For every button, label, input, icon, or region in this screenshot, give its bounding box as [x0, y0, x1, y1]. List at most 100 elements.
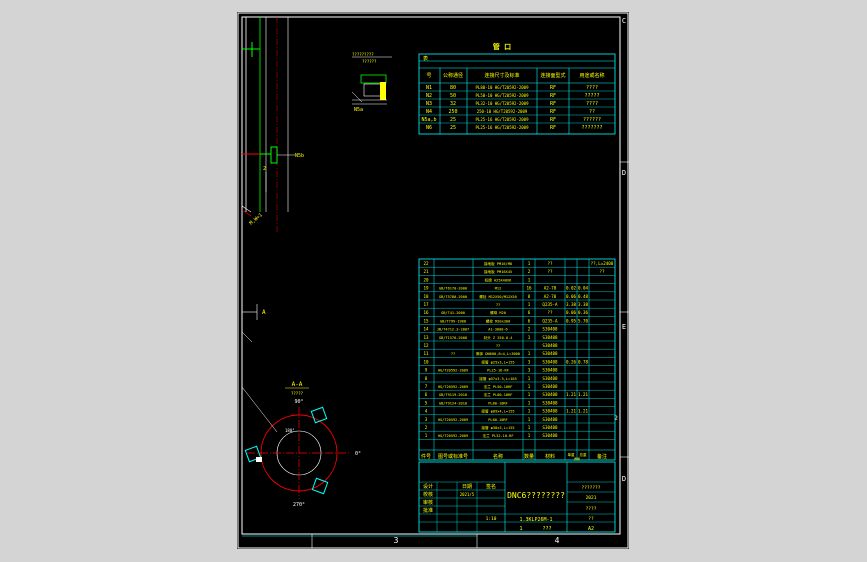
nozzle-cell: PL25-16 HG/T20592-2009: [476, 117, 530, 122]
parts-cell: 3: [528, 359, 531, 364]
parts-cell: 接地板 PM16X45: [484, 269, 512, 274]
parts-cell: ??,L=2400: [591, 261, 614, 266]
parts-cell: 螺栓 M12X50/M12X50: [479, 294, 516, 299]
nozzle-cell: N6: [426, 125, 432, 131]
parts-cell: 接地板 PM16/M8: [484, 261, 512, 266]
nozzle-cell: ?????: [584, 93, 599, 99]
parts-cell: 8: [528, 294, 531, 299]
nozzle-cell: N4: [426, 109, 432, 115]
parts-cell: 0.06: [566, 310, 577, 315]
parts-cell: 0.04: [578, 286, 589, 291]
parts-cell: ??: [547, 310, 553, 315]
parts-cell: GB/T799-1988: [440, 319, 466, 323]
parts-cell: 0.48: [578, 294, 589, 299]
detail-dim-top2: ??????: [362, 59, 377, 64]
tb-col-date: 日期: [462, 484, 472, 490]
parts-cell: JB/T4712.3-2007: [437, 328, 469, 332]
zone-letter-c: C: [622, 17, 626, 25]
part-label-2: 2: [263, 166, 266, 172]
parts-cell: 5.70: [578, 318, 589, 323]
parts-cell: 3.38: [578, 302, 589, 307]
parts-cell: 1.21: [566, 392, 577, 397]
zone-number-4: 4: [555, 536, 560, 545]
parts-cell: 接管 φ89x4,L=155: [481, 409, 514, 414]
nozzle-cell: ??: [589, 109, 595, 115]
parts-header-mass: 质量: [574, 456, 580, 461]
parts-cell: Q235-A: [542, 318, 558, 323]
angle-90-label: 90°: [294, 399, 303, 405]
parts-cell: 标牌 A25X40X6: [485, 277, 512, 282]
nozzle-cell: ????: [586, 101, 598, 107]
nozzle-header-no: 号: [426, 73, 431, 79]
parts-cell: 22: [423, 261, 429, 266]
parts-header-no: 件号: [421, 453, 431, 460]
parts-cell: 6: [425, 392, 428, 397]
parts-cell: 螺栓 M20x300: [486, 318, 511, 323]
parts-cell: 3.38: [566, 302, 577, 307]
nozzle-header-dn: 公称通径: [443, 72, 463, 79]
parts-header-total: 总重: [580, 452, 588, 457]
parts-cell: S30408: [542, 392, 558, 397]
cad-drawing-canvas: C D E D 2 3 4 N5b 2 M,W=1 ????????? ????…: [237, 12, 629, 549]
parts-cell: S30408: [542, 433, 558, 438]
parts-cell: ??: [496, 303, 500, 307]
nozzle-cell: PL80-10 HG/T20592-2009: [476, 85, 530, 90]
parts-cell: S30408: [542, 327, 558, 332]
tb-number: 1.3KLP26M-1: [519, 517, 552, 523]
parts-cell: HG/T20592-2009: [438, 418, 468, 422]
zone-letter-d: D: [622, 169, 626, 177]
tb-design: 设计: [423, 483, 433, 490]
angle-270-label: 270°: [293, 502, 305, 508]
nozzle-cell: 32: [450, 101, 456, 107]
parts-cell: 0.06: [566, 294, 577, 299]
parts-cell: Q235-A: [542, 302, 558, 307]
parts-cell: M12: [495, 287, 502, 291]
nozzle-cell: N2: [426, 93, 432, 99]
parts-cell: 接管 φ38x3,L=155: [481, 425, 514, 430]
parts-header-name: 名称: [493, 453, 503, 460]
nozzle-cell: ??????: [583, 117, 601, 123]
parts-cell: 1.21: [566, 409, 577, 414]
parts-cell: 6: [528, 310, 531, 315]
parts-cell: 1: [528, 400, 531, 405]
nozzle-label-n5a: N5a: [354, 107, 363, 113]
nozzle-cell: N3: [426, 101, 432, 107]
tb-page: A2: [588, 526, 594, 532]
nozzle-cell: ????: [586, 85, 598, 91]
parts-cell: 0.02: [566, 286, 577, 291]
parts-cell: S30408: [542, 376, 558, 381]
tb-review: 审核: [423, 499, 433, 506]
parts-cell: GB/T9119-2010: [439, 393, 467, 397]
nozzle-cell: 25: [450, 125, 456, 131]
section-aa-label: A-A: [292, 381, 303, 388]
nozzle-cell: N5a,b: [421, 117, 436, 123]
tb-code1: ???????: [582, 485, 601, 491]
parts-cell: ??: [547, 269, 553, 274]
parts-cell: 1: [528, 335, 531, 340]
section-aa-sub: ?????: [291, 391, 304, 396]
parts-cell: ??: [496, 344, 500, 348]
nozzle-cell: N1: [426, 85, 432, 91]
tb-approve: 批准: [423, 507, 433, 514]
parts-header-qty: 数量: [524, 453, 534, 460]
nozzle-cell: PL50-10 HG/T20592-2009: [476, 93, 530, 98]
parts-cell: 11: [423, 351, 429, 356]
parts-cell: 5: [425, 400, 428, 405]
parts-cell: 17: [423, 302, 429, 307]
parts-cell: HG/T20592-2009: [438, 385, 468, 389]
nozzle-cell: 80: [450, 85, 456, 91]
parts-cell: 1: [528, 417, 531, 422]
parts-cell: 0.26: [566, 359, 577, 364]
parts-cell: GB/T5780-2000: [439, 295, 467, 299]
nozzle-cell: PL25-16 HG/T20592-2009: [476, 125, 530, 130]
parts-cell: 1: [528, 376, 531, 381]
parts-cell: 3: [425, 417, 428, 422]
parts-cell: S30408: [542, 409, 558, 414]
parts-cell: 1: [528, 433, 531, 438]
nozzle-cell: 50: [450, 93, 456, 99]
parts-cell: 1: [528, 425, 531, 430]
nozzle-cell: RF: [550, 125, 556, 131]
parts-cell: 1: [425, 433, 428, 438]
